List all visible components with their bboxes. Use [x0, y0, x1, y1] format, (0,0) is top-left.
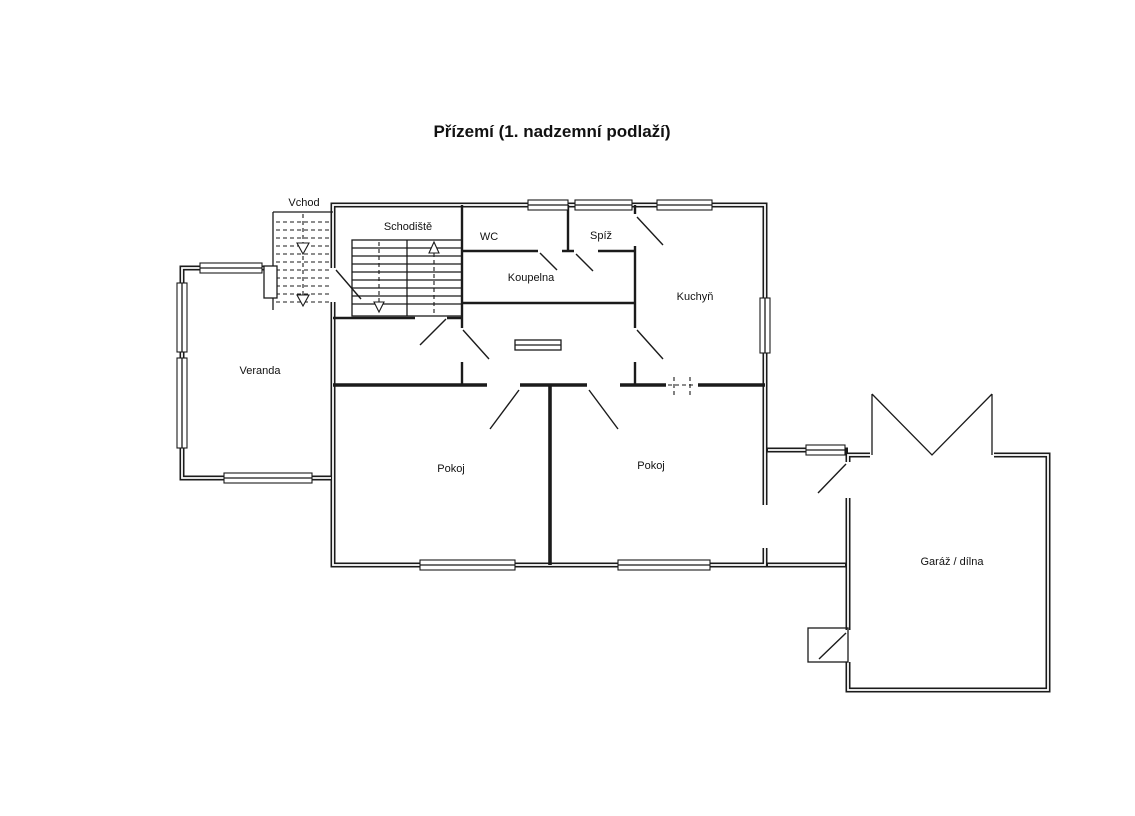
door-leaf [335, 269, 362, 300]
gap-kitchen-top-door [629, 214, 641, 246]
gap-kitchen-door [629, 328, 641, 362]
entrance-wall-stub [263, 265, 278, 299]
gap-garage-corridor-door [841, 462, 855, 498]
arrow-down-icon [296, 294, 310, 308]
door-leaves [335, 216, 847, 660]
garage-gate-leaves [871, 393, 993, 456]
opening-marker [668, 377, 696, 395]
label-kuchyn: Kuchyň [677, 291, 714, 303]
label-spiz: Spíž [590, 230, 612, 242]
gap-hall-bath-door [456, 328, 468, 362]
interior-walls [333, 205, 765, 565]
gap-spiz-door [574, 246, 598, 258]
label-koupelna: Koupelna [508, 272, 555, 284]
gap-wc-door [538, 245, 562, 257]
stair-treads [352, 247, 462, 305]
door-leaf [636, 329, 664, 360]
door-leaf [575, 253, 594, 272]
label-pokoj-right: Pokoj [637, 460, 665, 472]
corridor-walls [765, 447, 848, 568]
label-wc: WC [480, 231, 498, 243]
garage-stoop [807, 627, 849, 663]
label-vchod: Vchod [288, 197, 319, 209]
entrance-steps-treads [276, 221, 331, 303]
entrance-steps [263, 211, 333, 310]
garage-gate [871, 393, 993, 456]
label-schodiste: Schodiště [384, 221, 432, 233]
label-veranda: Veranda [240, 365, 282, 377]
gap-stair-room-door [415, 312, 447, 324]
door-leaf [489, 389, 520, 430]
hall-fixture [514, 339, 562, 351]
door-leaf [588, 389, 619, 430]
door-leaf [818, 632, 847, 660]
corridor-walls-core [768, 449, 845, 566]
gap-pokoj-right-door [587, 379, 620, 391]
arrow-down-icon [296, 242, 310, 256]
windows [176, 199, 846, 571]
garage-outline-core [847, 454, 1049, 691]
staircase [351, 239, 463, 317]
garage-outline [845, 452, 1051, 693]
door-leaf [462, 329, 490, 360]
door-leaf [817, 463, 847, 494]
opening-dashed-ticks [673, 377, 691, 395]
door-gaps [326, 214, 994, 662]
door-leaf [636, 216, 664, 246]
gap-pokoj-left-door [487, 379, 520, 391]
arrow-up-icon [428, 240, 440, 254]
plan-title: Přízemí (1. nadzemní podlaží) [433, 122, 671, 141]
room-labels: Vchod Schodiště WC Spíž Koupelna Kuchyň … [240, 197, 985, 568]
door-leaf [539, 252, 558, 271]
label-garaz: Garáž / dílna [921, 556, 985, 568]
door-leaf [419, 318, 447, 346]
gap-entrance-door [326, 268, 340, 302]
gap-house-corridor [758, 505, 772, 548]
label-pokoj-left: Pokoj [437, 463, 465, 475]
arrow-down-icon [373, 301, 385, 314]
